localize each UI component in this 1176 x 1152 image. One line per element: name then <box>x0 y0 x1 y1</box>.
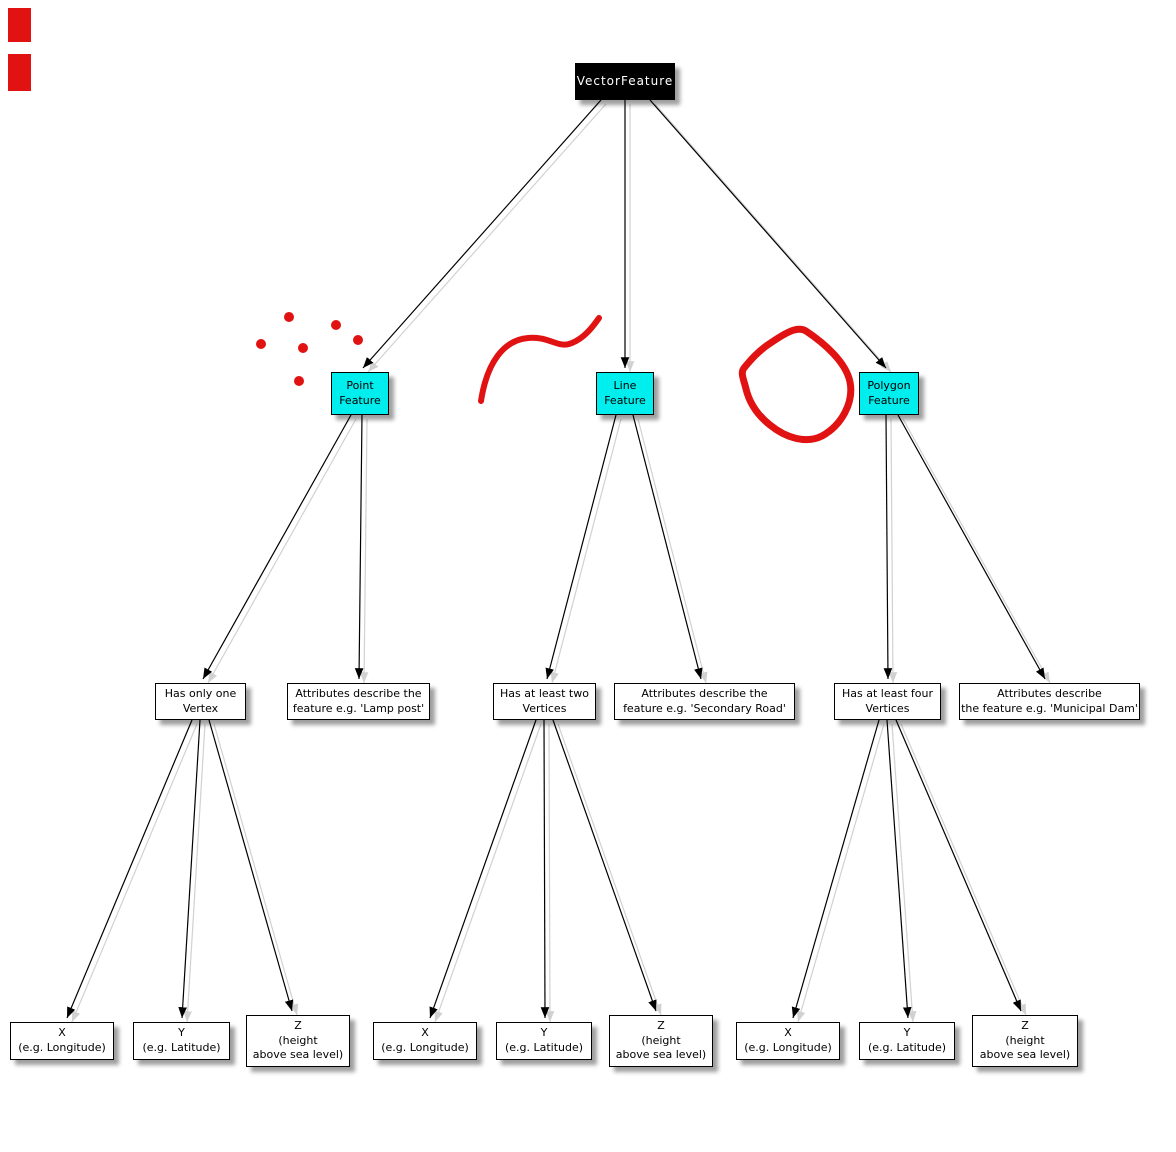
node-line-z: Z (height above sea level) <box>609 1015 713 1067</box>
edge-line-y <box>540 719 550 1019</box>
edge-line-z <box>552 719 657 1012</box>
edge-shadows <box>71 103 1051 1023</box>
node-polygon-z: Z (height above sea level) <box>972 1015 1078 1067</box>
edge-point-y <box>178 719 201 1019</box>
edge-root-polygon <box>649 99 887 369</box>
node-polygon-attributes: Attributes describe the feature e.g. 'Mu… <box>959 683 1140 720</box>
edge-line-vertex <box>545 414 617 680</box>
node-point-y: Y (e.g. Latitude) <box>133 1022 230 1060</box>
edge-point-attr <box>354 414 364 680</box>
edge-root-point <box>362 99 602 369</box>
edge-polygon-attr <box>897 414 1046 680</box>
edge-line-attr <box>632 414 703 680</box>
edges <box>66 99 1046 1019</box>
edge-polygon-z <box>895 719 1022 1012</box>
node-point-z: Z (height above sea level) <box>246 1015 350 1067</box>
corner-marks-annotation <box>8 8 31 91</box>
node-polygon-vertex-rule: Has at least four Vertices <box>834 683 941 720</box>
edge-polygon-x <box>791 719 880 1019</box>
edge-point-z <box>208 719 294 1012</box>
edge-point-vertex <box>202 414 352 680</box>
node-polygon-y: Y (e.g. Latitude) <box>859 1022 955 1060</box>
line-curve-annotation <box>478 315 602 404</box>
node-line-x: X (e.g. Longitude) <box>373 1022 477 1060</box>
node-polygon-feature: Polygon Feature <box>859 372 919 415</box>
node-line-attributes: Attributes describe the feature e.g. 'Se… <box>614 683 795 720</box>
node-point-attributes: Attributes describe the feature e.g. 'La… <box>287 683 430 720</box>
node-point-vertex-rule: Has only one Vertex <box>155 683 246 720</box>
point-dots-annotation <box>256 312 363 386</box>
edge-polygon-y <box>886 719 912 1019</box>
node-point-x: X (e.g. Longitude) <box>10 1022 114 1060</box>
polygon-shape-annotation <box>738 325 855 443</box>
node-polygon-x: X (e.g. Longitude) <box>736 1022 840 1060</box>
node-line-feature: Line Feature <box>596 372 654 415</box>
edge-polygon-vertex <box>883 414 893 680</box>
node-vector-feature: VectorFeature <box>575 63 675 100</box>
edge-point-x <box>66 719 193 1019</box>
node-point-feature: Point Feature <box>331 372 389 415</box>
node-line-vertex-rule: Has at least two Vertices <box>493 683 596 720</box>
edge-line-x <box>429 719 537 1019</box>
node-line-y: Y (e.g. Latitude) <box>496 1022 592 1060</box>
